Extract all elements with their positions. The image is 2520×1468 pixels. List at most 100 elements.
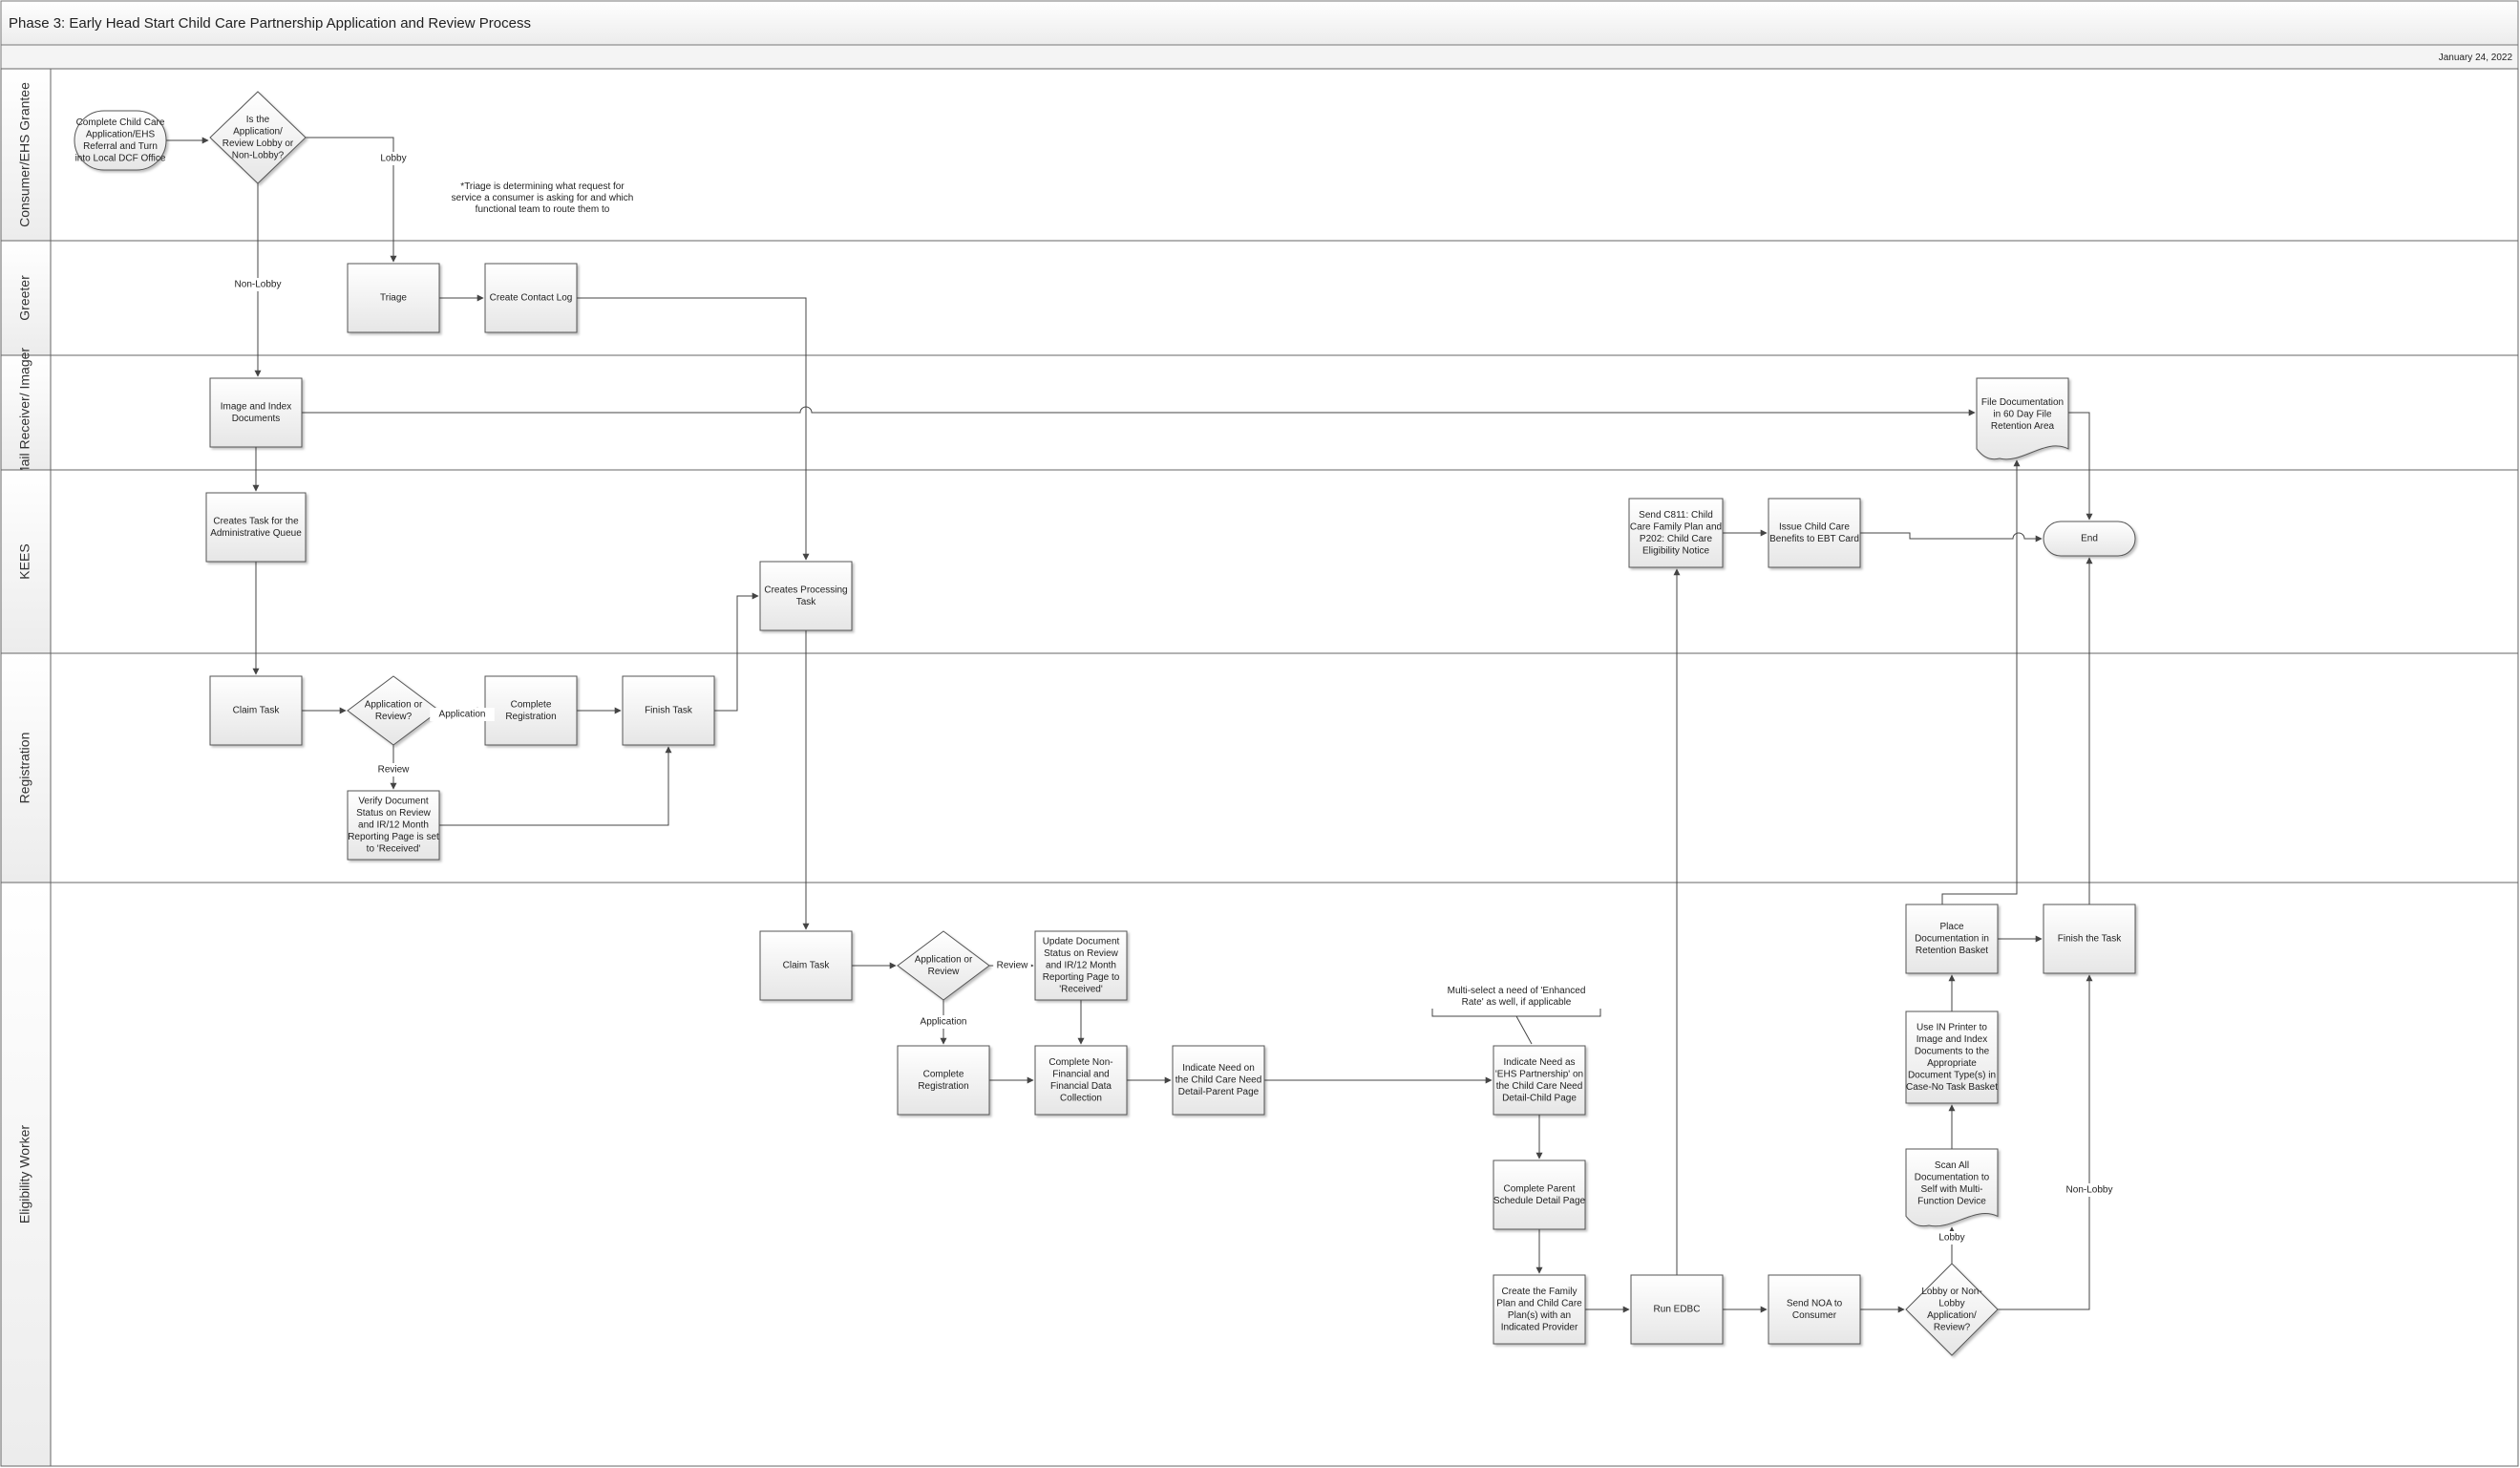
node-label-line: Status on Review — [356, 808, 432, 819]
label-backdrop — [993, 959, 1031, 972]
process-box — [1172, 1045, 1265, 1116]
lane-body — [0, 68, 2519, 242]
title-bar: Phase 3: Early Head Start Child Care Par… — [0, 0, 2519, 46]
node-label-line: Case-No Task Basket — [1906, 1082, 1998, 1093]
process-box — [209, 675, 303, 746]
connector-finish-to-processing — [714, 592, 759, 712]
node-label-line: Send NOA to — [1787, 1298, 1843, 1308]
node-label-line: Plan and Child Care — [1496, 1298, 1582, 1308]
node-label-line: Creates Task for the — [213, 516, 299, 526]
process-box — [1493, 1045, 1586, 1116]
connector-lobbydecision-nonlobby — [1998, 974, 2093, 1310]
node-triage: Triage — [347, 263, 440, 333]
node-label-line: Reporting Page is set — [348, 832, 439, 842]
process-box — [347, 263, 440, 333]
node-label-line: Application/ — [233, 126, 283, 137]
node-label-line: Registration — [918, 1081, 968, 1092]
document-shape — [1905, 1148, 1999, 1227]
lane-label: Greeter — [17, 275, 32, 321]
label-backdrop — [230, 278, 286, 291]
connector-label-review: Review — [374, 763, 413, 777]
node-label-line: Create the Family — [1502, 1287, 1578, 1297]
node-label-line: Schedule Detail Page — [1493, 1196, 1586, 1206]
lane-label: Registration — [17, 733, 32, 804]
node-end: End — [2043, 521, 2136, 557]
flowchart-shapes: Complete Child CareApplication/EHSReferr… — [74, 91, 2136, 1356]
decision-diamond — [897, 930, 990, 1001]
connector-label-text: Review — [378, 765, 411, 776]
node-label-line: Registration — [505, 712, 556, 722]
node-label-line: and IR/12 Month — [358, 820, 429, 831]
process-box — [759, 930, 853, 1001]
node-label-line: Self with Multi- — [1920, 1184, 1982, 1195]
connector-contactlog-to-processing — [577, 297, 810, 561]
process-box — [1493, 1160, 1586, 1230]
triage-note: *Triage is determining what request fors… — [452, 181, 634, 215]
diagram-date: January 24, 2022 — [2439, 53, 2513, 63]
node-label-line: 'Received' — [1059, 985, 1103, 995]
process-box — [1768, 498, 1861, 568]
node-label-line: Complete — [923, 1069, 964, 1079]
lane-header — [0, 882, 52, 1467]
node-label-line: Complete Parent — [1503, 1183, 1575, 1194]
decision-diamond — [209, 91, 307, 184]
connector-place-to-filedoc — [1941, 459, 2021, 904]
node-label-line: Lobby or Non- — [1921, 1287, 1981, 1297]
process-box — [484, 263, 578, 333]
connector-label-text: Application — [921, 1017, 967, 1028]
decision-diamond — [1905, 1263, 1999, 1356]
node-label-line: Indicated Provider — [1501, 1322, 1578, 1332]
connector-decision-lobby — [306, 137, 397, 263]
connector-label-application: Application — [430, 708, 495, 721]
node-label-line: Complete Child Care — [76, 117, 165, 128]
document-shape — [1976, 377, 2069, 460]
node-label-line: Status on Review — [1044, 948, 1119, 959]
node-label-line: Complete Non- — [1048, 1057, 1112, 1068]
node-label-line: into Local DCF Office — [75, 153, 166, 163]
process-box — [209, 377, 303, 448]
connector-image-to-filedoc — [302, 406, 1976, 416]
node-ew-finish: Finish the Task — [2043, 904, 2136, 974]
node-label-line: Financial Data — [1050, 1081, 1112, 1092]
node-label-line: the Child Care Need — [1175, 1075, 1262, 1086]
lane-label: Consumer/EHS Grantee — [17, 82, 32, 227]
node-label-line: the Child Care Need — [1496, 1081, 1583, 1092]
node-label-line: Finish the Task — [2058, 934, 2123, 945]
node-reg-finish: Finish Task — [622, 675, 715, 746]
triage-note-line: functional team to route them to — [476, 204, 610, 215]
node-label-line: to 'Received' — [367, 844, 421, 855]
node-label-line: Care Family Plan and — [1630, 521, 1722, 532]
connector-label-text: Review — [997, 961, 1029, 971]
node-label-line: in 60 Day File — [1993, 410, 2052, 420]
label-backdrop — [911, 1015, 976, 1029]
lane-header — [0, 68, 52, 242]
node-label-line: Document Type(s) in — [1908, 1070, 1996, 1080]
process-box — [1628, 498, 1724, 568]
decision-diamond — [347, 675, 440, 746]
node-reg-claim: Claim Task — [209, 675, 303, 746]
node-label-line: Referral and Turn — [83, 141, 158, 152]
lane-body — [0, 882, 2519, 1467]
node-label-line: 'EHS Partnership' on — [1495, 1069, 1583, 1079]
process-box — [205, 492, 307, 563]
label-backdrop — [377, 152, 410, 165]
process-box — [622, 675, 715, 746]
enhanced-note-line: Rate' as well, if applicable — [1462, 997, 1572, 1008]
node-label-line: Lobby — [1938, 1298, 1964, 1308]
triage-note-line: service a consumer is asking for and whi… — [452, 193, 634, 203]
date-bar: January 24, 2022 — [0, 44, 2519, 70]
node-label-line: Place — [1939, 922, 1963, 932]
node-label-line: Collection — [1060, 1093, 1102, 1103]
node-label-line: Application or — [915, 954, 973, 965]
node-ew-claim: Claim Task — [759, 930, 853, 1001]
